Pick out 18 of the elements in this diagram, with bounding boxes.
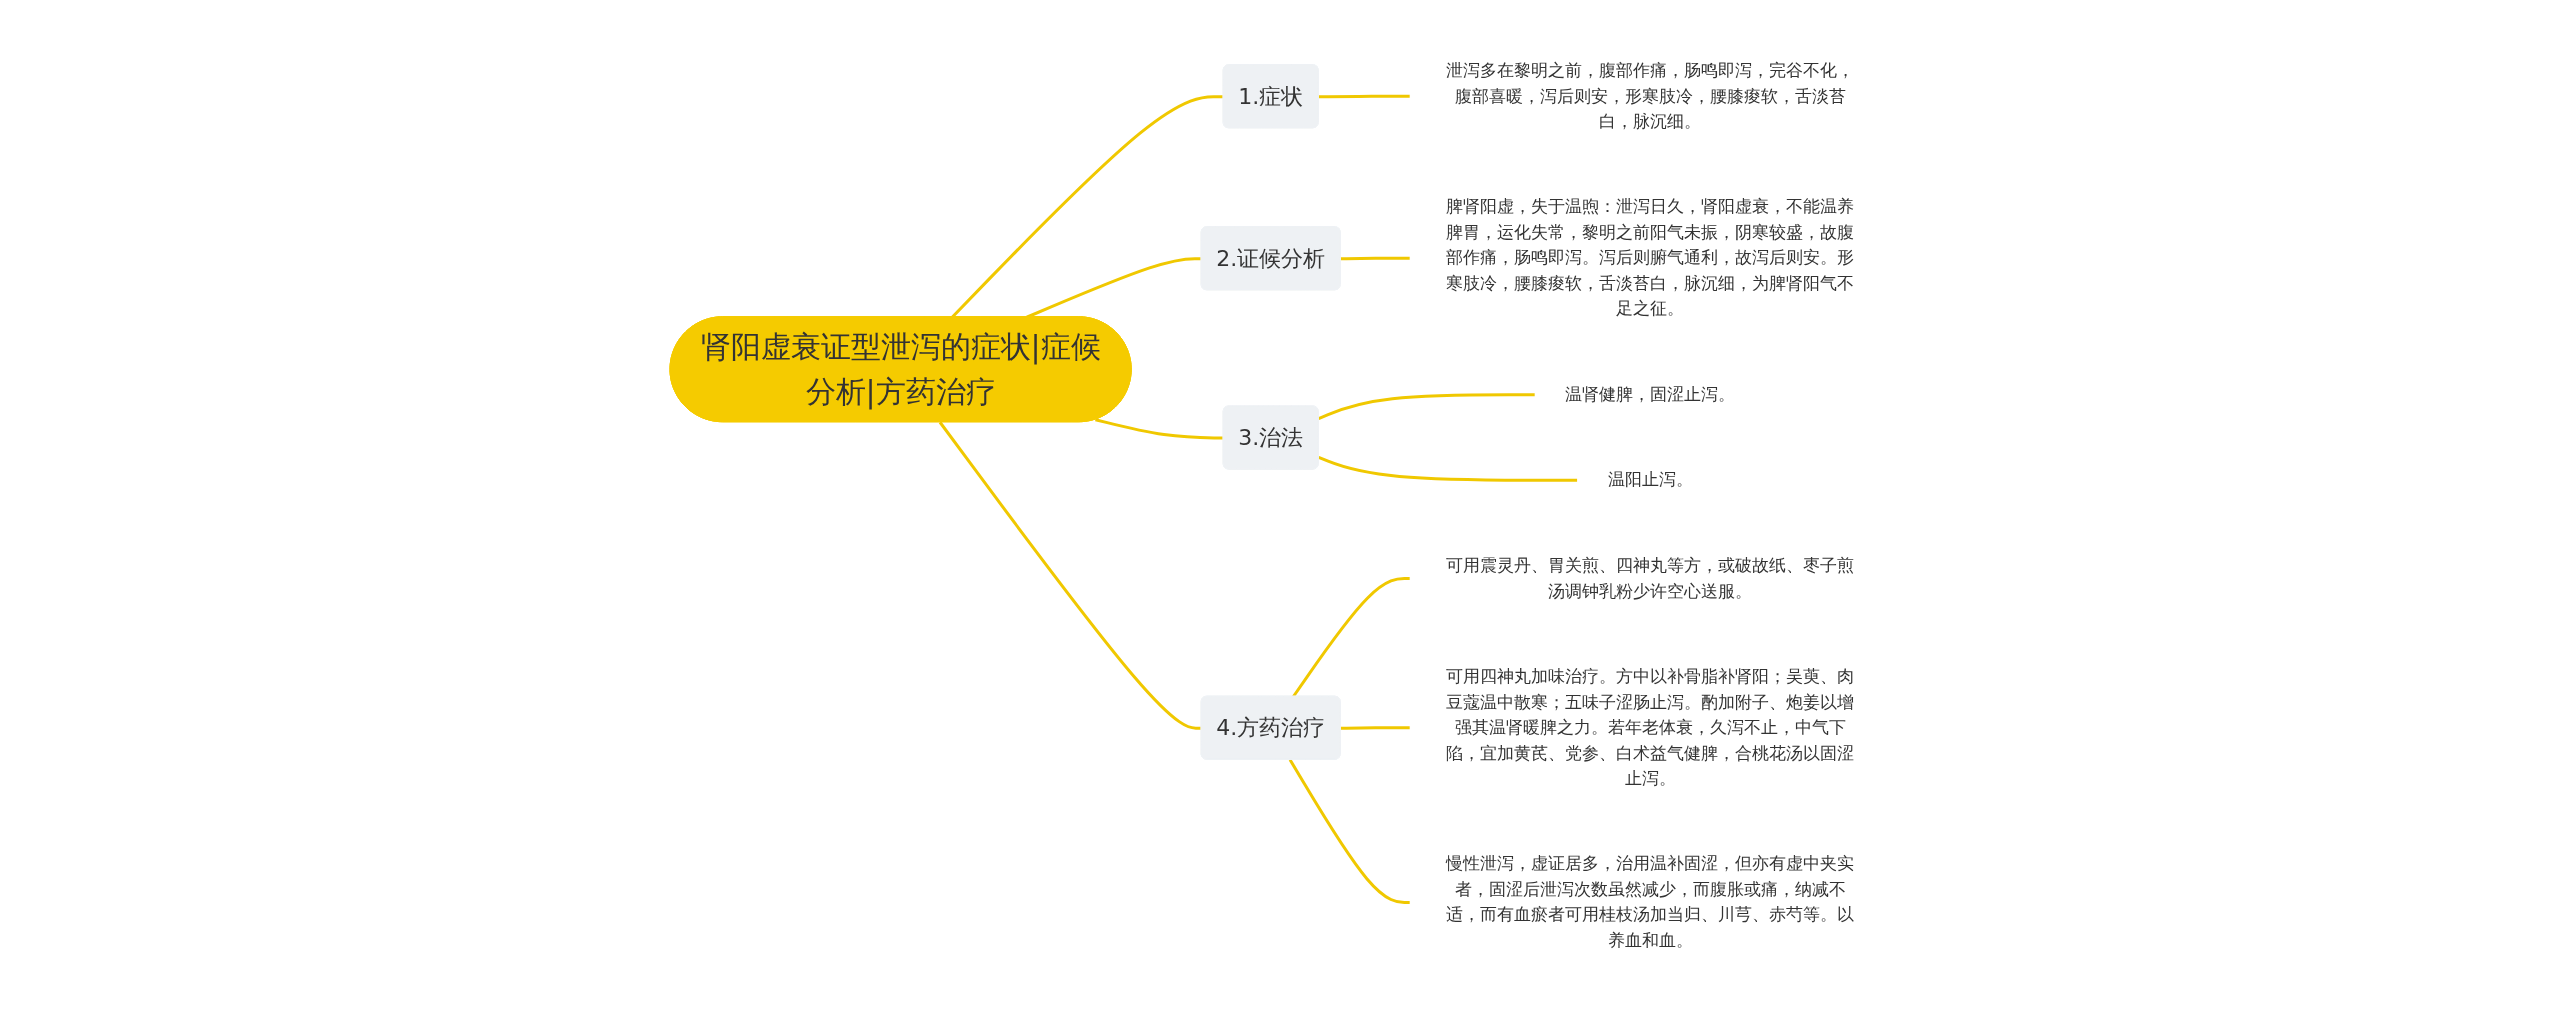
node-text: 可用震灵丹、胃关煎、四神丸等方，或破故纸、枣子煎汤调钟乳粉少许空心送服。 xyxy=(1446,555,1855,601)
connector xyxy=(1318,456,1578,482)
connector xyxy=(1318,95,1411,99)
connector xyxy=(951,95,1224,319)
connector xyxy=(1340,257,1411,261)
node-text: 可用四神丸加味治疗。方中以补骨脂补肾阳；吴萸、肉豆蔻温中散寒；五味子涩肠止泻。酌加附子、炮姜以增强其温肾暖脾之力。若年老体衰，久泻不止，中气下陷，宜加黄芪、党参、白术益气健脾，合桃花汤以固涩止泻。 xyxy=(1446,666,1855,789)
connector xyxy=(1318,393,1536,421)
connector xyxy=(1340,726,1411,730)
connector xyxy=(1094,418,1224,440)
node-text: 慢性泄泻，虚证居多，治用温补固涩，但亦有虚中夹实者，固涩后泄泻次数虽然减少，而腹胀或痛，纳减不适，而有血瘀者可用桂枝汤加当归、川芎、赤芍等。以养血和血。 xyxy=(1446,853,1855,951)
connector xyxy=(1291,577,1411,698)
connector xyxy=(1288,759,1411,905)
connector xyxy=(1026,257,1202,319)
connector xyxy=(938,421,1202,730)
node-text: 脾肾阳虚，失于温煦：泄泻日久，肾阳虚衰，不能温养脾胃，运化失常，黎明之前阳气未振，阴寒较盛，故腹部作痛，肠鸣即泻。泻后则腑气通利，故泻后则安。形寒肢冷，腰膝痠软，舌淡苔白，脉沉细，为脾肾阳气不足之征。 xyxy=(1446,196,1855,319)
node-text: 温阳止泻。 xyxy=(1607,469,1693,490)
node-text: 温肾健脾，固涩止泻。 xyxy=(1565,384,1736,405)
node-text: 泄泻多在黎明之前，腹部作痛，肠鸣即泻，完谷不化，腹部喜暖，泻后则安，形寒肢冷，腰膝痠软，舌淡苔白，脉沉细。 xyxy=(1446,60,1855,132)
